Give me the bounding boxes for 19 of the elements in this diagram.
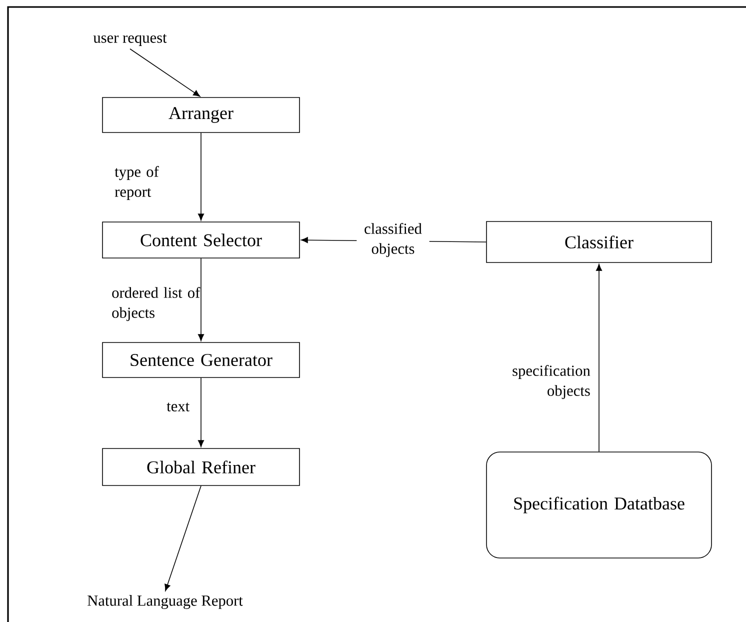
arrow	[198, 132, 204, 221]
text-label: user request	[93, 34, 167, 46]
arrow	[596, 264, 602, 452]
process-box: Arranger	[102, 97, 300, 133]
process-box: Sentence Generator	[102, 342, 300, 378]
arrow	[198, 378, 204, 448]
edge-label: classified objects	[356, 222, 430, 258]
arrow	[164, 486, 202, 592]
arrow	[130, 48, 200, 97]
edge-label: ordered list of objects	[112, 286, 200, 322]
process-box: Global Refiner	[102, 448, 300, 486]
database-box: Specification Datatbase	[486, 452, 712, 558]
process-box: Classifier	[486, 221, 712, 263]
text-label: Natural Language Report	[88, 595, 243, 609]
edge-label: text	[166, 402, 190, 412]
arrow	[198, 258, 204, 342]
edge-label: type of report	[114, 166, 159, 200]
edge-label: specification objects	[512, 364, 590, 400]
process-box: Content Selector	[102, 222, 300, 258]
